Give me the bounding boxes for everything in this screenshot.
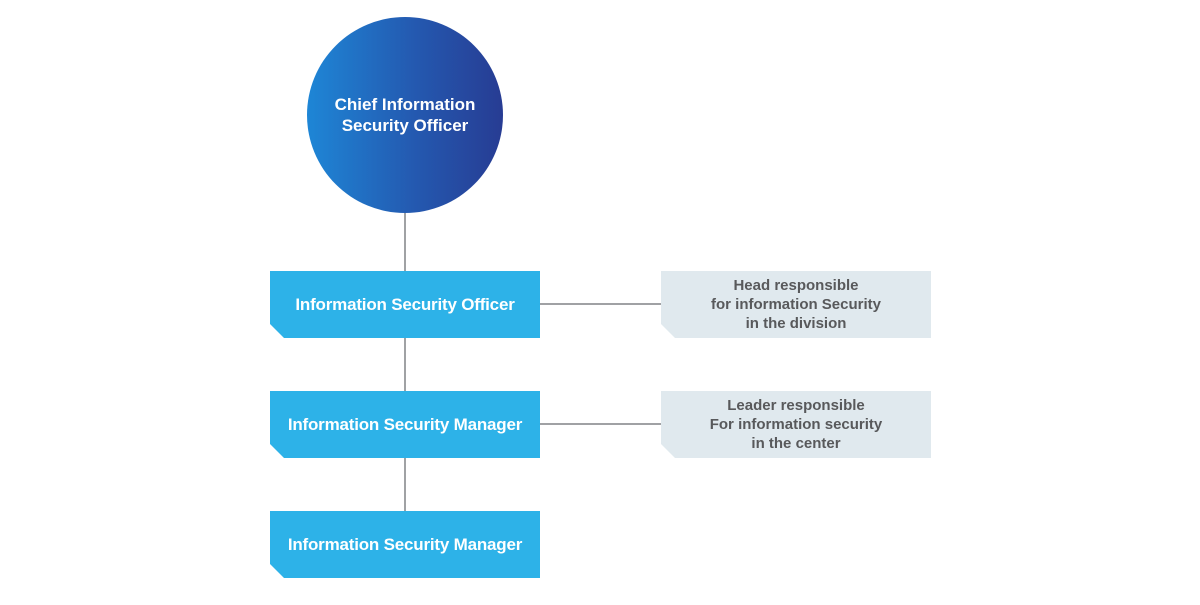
manager-description-box: Leader responsible For information secur… (661, 391, 931, 458)
information-security-manager-box-1: Information Security Manager (270, 391, 540, 458)
chief-officer-label: Chief Information Security Officer (334, 95, 476, 135)
information-security-manager-label-1: Information Security Manager (287, 414, 523, 434)
information-security-officer-box: Information Security Officer (270, 271, 540, 338)
information-security-officer-label: Information Security Officer (295, 294, 515, 314)
chief-information-security-officer-node: Chief Information Security Officer (307, 17, 503, 213)
officer-description-box: Head responsible for information Securit… (661, 271, 931, 338)
officer-description-text: Head responsible for information Securit… (710, 277, 882, 332)
manager-description-text: Leader responsible For information secur… (709, 397, 883, 452)
information-security-manager-box-2: Information Security Manager (270, 511, 540, 578)
information-security-manager-label-2: Information Security Manager (287, 534, 523, 554)
